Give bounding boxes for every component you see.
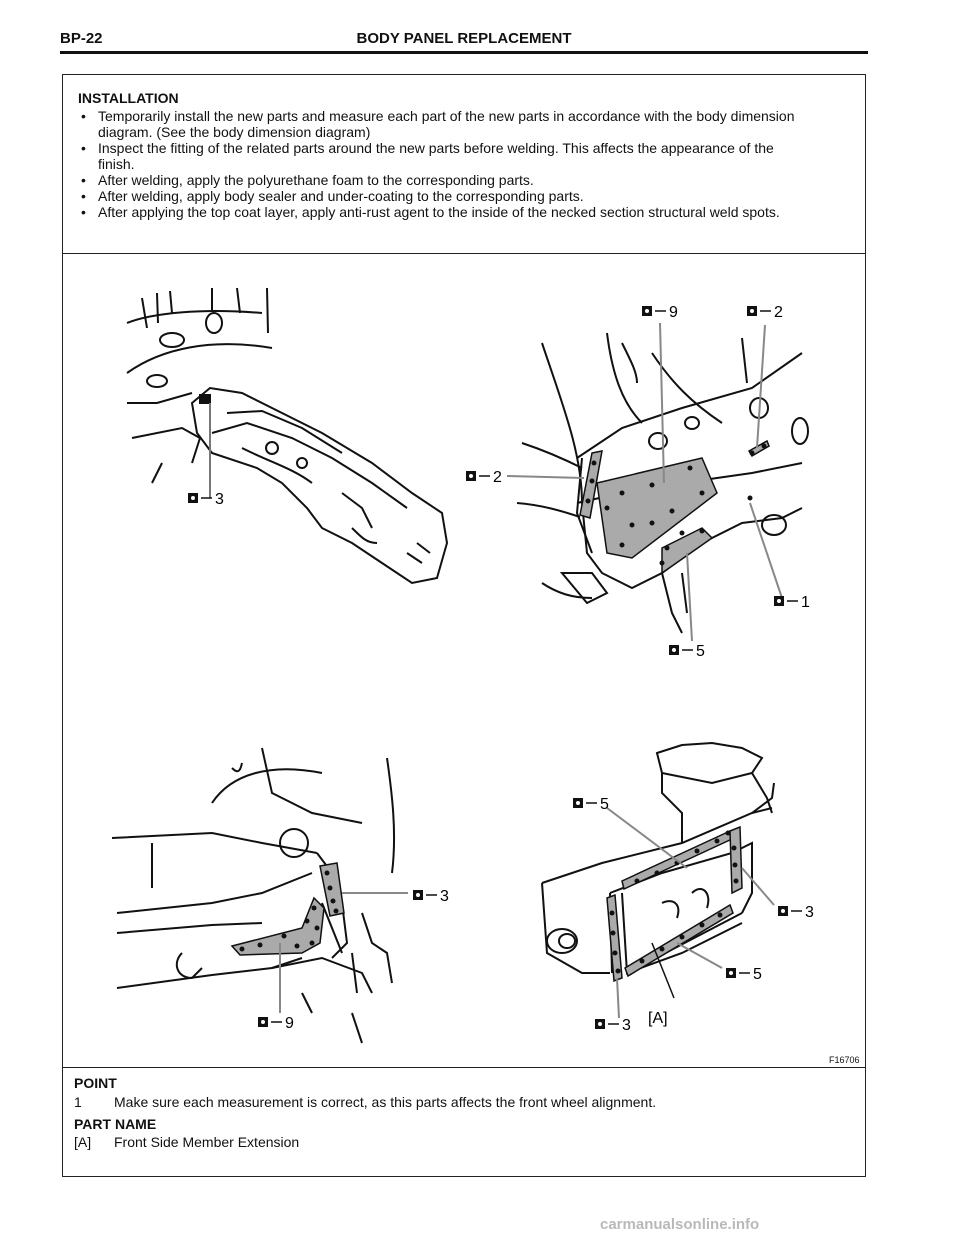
part-name-item: [A] Front Side Member Extension <box>74 1134 854 1152</box>
installation-item-text: After applying the top coat layer, apply… <box>98 204 780 220</box>
page-number: BP-22 <box>60 30 103 47</box>
point-number: 1 <box>74 1094 82 1110</box>
page-title: BODY PANEL REPLACEMENT <box>356 30 572 47</box>
watermark-text: carmanualsonline.info <box>600 1216 760 1233</box>
installation-item: • Temporarily install the new parts and … <box>78 108 858 140</box>
weld-areas-bottom-right <box>606 825 743 983</box>
part-name-heading: PART NAME <box>74 1116 157 1132</box>
installation-item: • Inspect the fitting of the related par… <box>78 140 858 172</box>
callout-label: 3 <box>440 888 449 905</box>
callout-3-top-left: 3 <box>188 403 224 508</box>
illustration-bottom-left <box>111 747 396 1044</box>
bullet-icon: • <box>81 204 86 220</box>
callout-label: 5 <box>600 796 609 813</box>
callout-1-top-right: 1 <box>749 502 810 611</box>
callout-9-bottom-left: 9 <box>258 943 294 1032</box>
callout-9-top-right: 9 <box>642 304 678 484</box>
figure-code: F16706 <box>829 1055 860 1065</box>
callout-2-mid: 2 <box>466 469 585 486</box>
bullet-icon: • <box>81 108 86 124</box>
header-rule <box>60 51 868 54</box>
content-frame <box>62 74 866 1177</box>
callout-label: 3 <box>622 1017 631 1034</box>
installation-item: • After welding, apply the polyurethane … <box>78 172 858 188</box>
installation-item-text: finish. <box>98 156 135 172</box>
installation-item-text: After welding, apply body sealer and und… <box>98 188 584 204</box>
bullet-icon: • <box>81 172 86 188</box>
callout-label: 3 <box>215 491 224 508</box>
part-name-text: Front Side Member Extension <box>114 1134 300 1150</box>
callout-5-bottom-right-a: 5 <box>573 796 688 869</box>
part-ref: [A] <box>74 1134 92 1150</box>
callout-2-top-right: 2 <box>747 304 783 449</box>
point-item: 1 Make sure each measurement is correct,… <box>74 1094 854 1112</box>
installation-item-text: Temporarily install the new parts and me… <box>98 108 795 124</box>
callout-5-top-right: 5 <box>669 552 705 660</box>
weld-dots-bottom-left <box>239 870 339 952</box>
weld-areas-top-right <box>579 439 770 575</box>
callout-label: 5 <box>753 966 762 983</box>
part-ref-label: [A] <box>648 1010 668 1027</box>
callout-label: 3 <box>805 904 814 921</box>
installation-section <box>62 74 866 254</box>
callout-label: 2 <box>774 304 783 321</box>
installation-item: • After welding, apply body sealer and u… <box>78 188 858 204</box>
callout-3-bottom-right-b: 3 <box>595 977 631 1034</box>
callout-3-bottom-left: 3 <box>342 888 449 905</box>
callout-label: 9 <box>669 304 678 321</box>
point-heading: POINT <box>74 1075 117 1091</box>
page-header: BP-22 BODY PANEL REPLACEMENT <box>60 28 868 52</box>
figure-section <box>62 253 866 1068</box>
illustration-top-left <box>126 287 449 585</box>
bullet-icon: • <box>81 140 86 156</box>
installation-heading: INSTALLATION <box>78 90 179 106</box>
point-text: Make sure each measurement is correct, a… <box>114 1094 657 1110</box>
weld-dots-bottom-right <box>609 830 739 974</box>
callout-label: 9 <box>285 1015 294 1032</box>
part-ref-a: [A] <box>648 942 675 1027</box>
weld-areas-bottom-left <box>230 862 345 956</box>
callout-label: 1 <box>801 594 810 611</box>
installation-list: • Temporarily install the new parts and … <box>78 108 858 220</box>
callout-3-bottom-right-a: 3 <box>741 867 814 921</box>
installation-item-text: diagram. (See the body dimension diagram… <box>98 124 371 140</box>
body-panel-figure: 3 <box>111 287 814 1044</box>
installation-item-text: Inspect the fitting of the related parts… <box>98 140 774 156</box>
installation-item-text: After welding, apply the polyurethane fo… <box>98 172 534 188</box>
callout-label: 5 <box>696 643 705 660</box>
bullet-icon: • <box>81 188 86 204</box>
callout-label: 2 <box>493 469 502 486</box>
weld-dots-top-right <box>585 443 767 566</box>
callout-5-bottom-right-b: 5 <box>676 942 762 983</box>
installation-item: • After applying the top coat layer, app… <box>78 204 858 220</box>
